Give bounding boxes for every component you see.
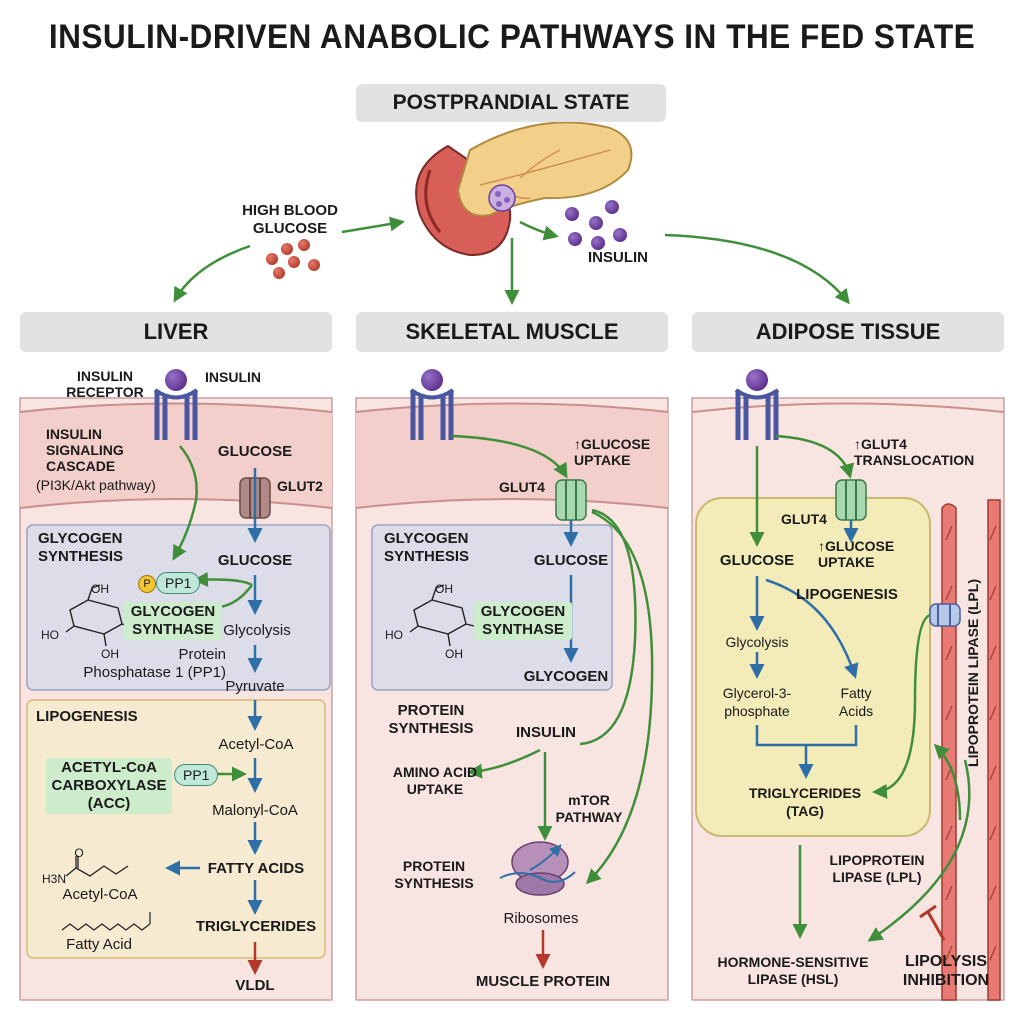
glucose-molecules: [266, 239, 320, 279]
muscle-glycogen-synthase: GLYCOGEN SYNTHASE: [474, 602, 572, 640]
glut2-label: GLUT2: [277, 478, 323, 494]
muscle-panel: [355, 397, 669, 1001]
struct-o: O: [74, 846, 84, 860]
acetyl-coa-structure-label: Acetyl-CoA: [62, 886, 138, 903]
muscle-glycogen-synthesis-label: GLYCOGEN SYNTHESIS: [384, 530, 470, 565]
top-insulin-label: INSULIN: [588, 249, 648, 266]
adipose-fatty-acids-label: Fatty Acids: [838, 685, 874, 719]
muscle-protein-label: MUSCLE PROTEIN: [475, 973, 611, 990]
signaling-cascade-label: INSULIN SIGNALING CASCADE: [46, 426, 124, 474]
muscle-glut4-label: GLUT4: [499, 479, 545, 495]
liver-fatty-acids-label: FATTY ACIDS: [207, 860, 305, 877]
insulin-molecules: [565, 200, 627, 250]
high-blood-glucose-label: HIGH BLOOD GLUCOSE: [242, 202, 338, 237]
liver-lipogenesis-label: LIPOGENESIS: [36, 708, 138, 725]
adipose-arrows: [749, 434, 971, 942]
ribosome-illustration: [499, 841, 576, 896]
pp1-badge-liver: PP1: [156, 572, 201, 594]
adipose-glucose-label: GLUCOSE: [719, 552, 795, 569]
adipose-glut4-label: GLUT4: [781, 511, 827, 527]
muscle-arrows: [451, 434, 654, 969]
muscle-ring-ho: HO: [385, 628, 403, 642]
glut4-translocation-label: ↑GLUT4 TRANSLOCATION: [854, 436, 975, 468]
liver-insulin-label: INSULIN: [205, 369, 261, 385]
lpl-vertical-label: LIPOPROTEIN LIPASE (LPL): [965, 579, 981, 767]
lipolysis-inhibition-label: LIPOLYSIS INHIBITION: [902, 953, 990, 989]
pp1-badge-acc: PP1: [174, 764, 219, 786]
phosphate-badge: P: [138, 575, 156, 593]
ring-ho: HO: [41, 628, 59, 642]
vldl-label: VLDL: [235, 977, 275, 994]
acc-enzyme-label: ACETYL-CoA CARBOXYLASE (ACC): [46, 758, 172, 814]
adipose-glycolysis-label: Glycolysis: [725, 634, 789, 650]
liver-triglycerides-label: TRIGLYCERIDES: [195, 918, 317, 935]
struct-h3n: H3N: [41, 872, 66, 886]
liver-header: LIVER: [20, 312, 332, 352]
muscle-glucose-uptake-label: ↑GLUCOSE UPTAKE: [574, 436, 651, 468]
ring-oh1: OH: [91, 582, 109, 596]
liver-arrows: [165, 445, 263, 975]
hsl-label: HORMONE-SENSITIVE LIPASE (HSL): [717, 954, 869, 987]
liver-panel: [19, 397, 333, 1001]
malonyl-coa-label: Malonyl-CoA: [212, 802, 298, 819]
acetyl-coa-structure: [65, 856, 129, 877]
signaling-pathway-label: (PI3K/Akt pathway): [36, 477, 156, 493]
ring-oh2: OH: [101, 647, 119, 661]
muscle-insulin-label: INSULIN: [516, 724, 576, 741]
muscle-glucose-label: GLUCOSE: [533, 552, 609, 569]
glut4-transporter-muscle: [555, 479, 587, 521]
protein-synthesis-2-label: PROTEIN SYNTHESIS: [394, 858, 474, 891]
protein-phosphatase-label: Protein Phosphatase 1 (PP1): [83, 646, 226, 681]
muscle-ring-oh2: OH: [445, 647, 463, 661]
liver-glycogen-synthase: GLYCOGEN SYNTHASE: [124, 602, 222, 640]
insulin-receptor-adipose: [734, 369, 780, 440]
glut4-transporter-adipose: [835, 479, 867, 521]
muscle-ring-oh1: OH: [435, 582, 453, 596]
liver-glucose-inside: GLUCOSE: [217, 552, 293, 569]
adipose-tissue-header: ADIPOSE TISSUE: [692, 312, 1004, 352]
insulin-receptor-liver: [153, 369, 199, 440]
lpl-label: LIPOPROTEIN LIPASE (LPL): [829, 852, 925, 885]
pancreas-illustration: [415, 121, 633, 257]
glucose-ring-muscle: [409, 584, 475, 647]
ribosomes-label: Ribosomes: [503, 910, 579, 927]
glycerol-3-phosphate-label: Glycerol-3- phosphate: [722, 685, 792, 719]
postprandial-banner: POSTPRANDIAL STATE: [356, 84, 666, 122]
insulin-receptor-label: INSULIN RECEPTOR: [66, 368, 144, 400]
fatty-acid-structure-label: Fatty Acid: [66, 936, 132, 953]
amino-acid-uptake-label: AMINO ACID UPTAKE: [392, 764, 478, 797]
liver-glycolysis-label: Glycolysis: [223, 622, 291, 639]
insulin-receptor-muscle: [409, 369, 455, 440]
adipose-lipogenesis-label: LIPOGENESIS: [796, 586, 898, 603]
skeletal-muscle-header: SKELETAL MUSCLE: [356, 312, 668, 352]
adipose-triglycerides-label: TRIGLYCERIDES (TAG): [748, 785, 862, 819]
glycogen-label: GLYCOGEN: [523, 668, 609, 685]
top-arrows: [173, 216, 850, 305]
page-title: INSULIN-DRIVEN ANABOLIC PATHWAYS IN THE …: [48, 18, 976, 56]
fatty-acid-structure: [61, 912, 151, 931]
liver-glycogen-synthesis-label: GLYCOGEN SYNTHESIS: [38, 530, 124, 565]
mtor-pathway-label: mTOR PATHWAY: [555, 792, 623, 825]
acetyl-coa-label: Acetyl-CoA: [218, 736, 294, 753]
pyruvate-label: Pyruvate: [225, 678, 285, 695]
liver-glucose-outside: GLUCOSE: [217, 443, 293, 460]
muscle-protein-synthesis-label: PROTEIN SYNTHESIS: [388, 702, 474, 737]
adipose-glucose-uptake-label: ↑GLUCOSE UPTAKE: [818, 538, 895, 570]
